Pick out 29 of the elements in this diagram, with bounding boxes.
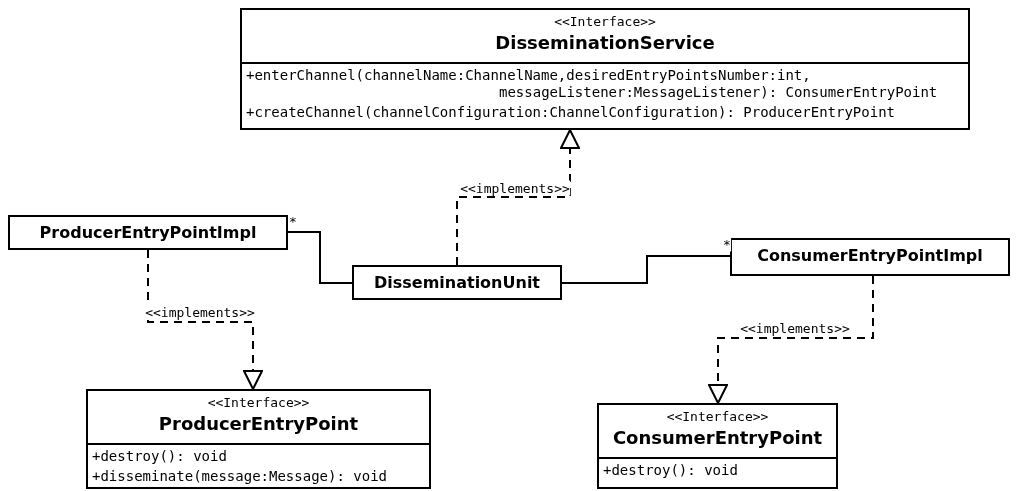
class-name: ProducerEntryPoint xyxy=(158,412,359,436)
multiplicity-label: * xyxy=(723,236,731,252)
class-name: DisseminationService xyxy=(495,31,715,55)
method-signature: +destroy(): void xyxy=(603,462,739,479)
class-box xyxy=(597,403,838,489)
association-line xyxy=(561,255,731,284)
class-name: ConsumerEntryPoint xyxy=(612,426,823,450)
realization-arrow xyxy=(456,129,580,266)
realization-arrow xyxy=(147,249,263,390)
stereotype-label: <<Interface>> xyxy=(207,394,310,411)
association-line xyxy=(287,231,353,284)
method-signature: +createChannel(channelConfiguration:ChannelConfiguration): ProducerEntryPoint xyxy=(246,104,896,121)
stereotype-label: <<implements>> xyxy=(740,320,850,336)
stereotype-label: <<Interface>> xyxy=(666,408,769,425)
method-signature: +destroy(): void xyxy=(92,448,228,465)
class-box xyxy=(240,8,970,130)
class-box xyxy=(8,215,288,250)
stereotype-label: <<implements>> xyxy=(460,180,570,196)
class-box xyxy=(730,238,1010,276)
class-name: ConsumerEntryPointImpl xyxy=(757,245,983,267)
realization-arrow xyxy=(708,275,874,404)
class-box xyxy=(352,265,562,300)
class-name: ProducerEntryPointImpl xyxy=(39,222,257,244)
class-box xyxy=(86,389,431,489)
method-signature: +disseminate(message:Message): void xyxy=(92,468,388,485)
class-name: DisseminationUnit xyxy=(373,272,540,294)
method-signature: +enterChannel(channelName:ChannelName,desiredEntryPointsNumber:int, messageListener:MessageListener): ConsumerEntryPoint xyxy=(246,67,939,101)
stereotype-label: <<implements>> xyxy=(145,304,255,320)
stereotype-label: <<Interface>> xyxy=(554,13,656,30)
